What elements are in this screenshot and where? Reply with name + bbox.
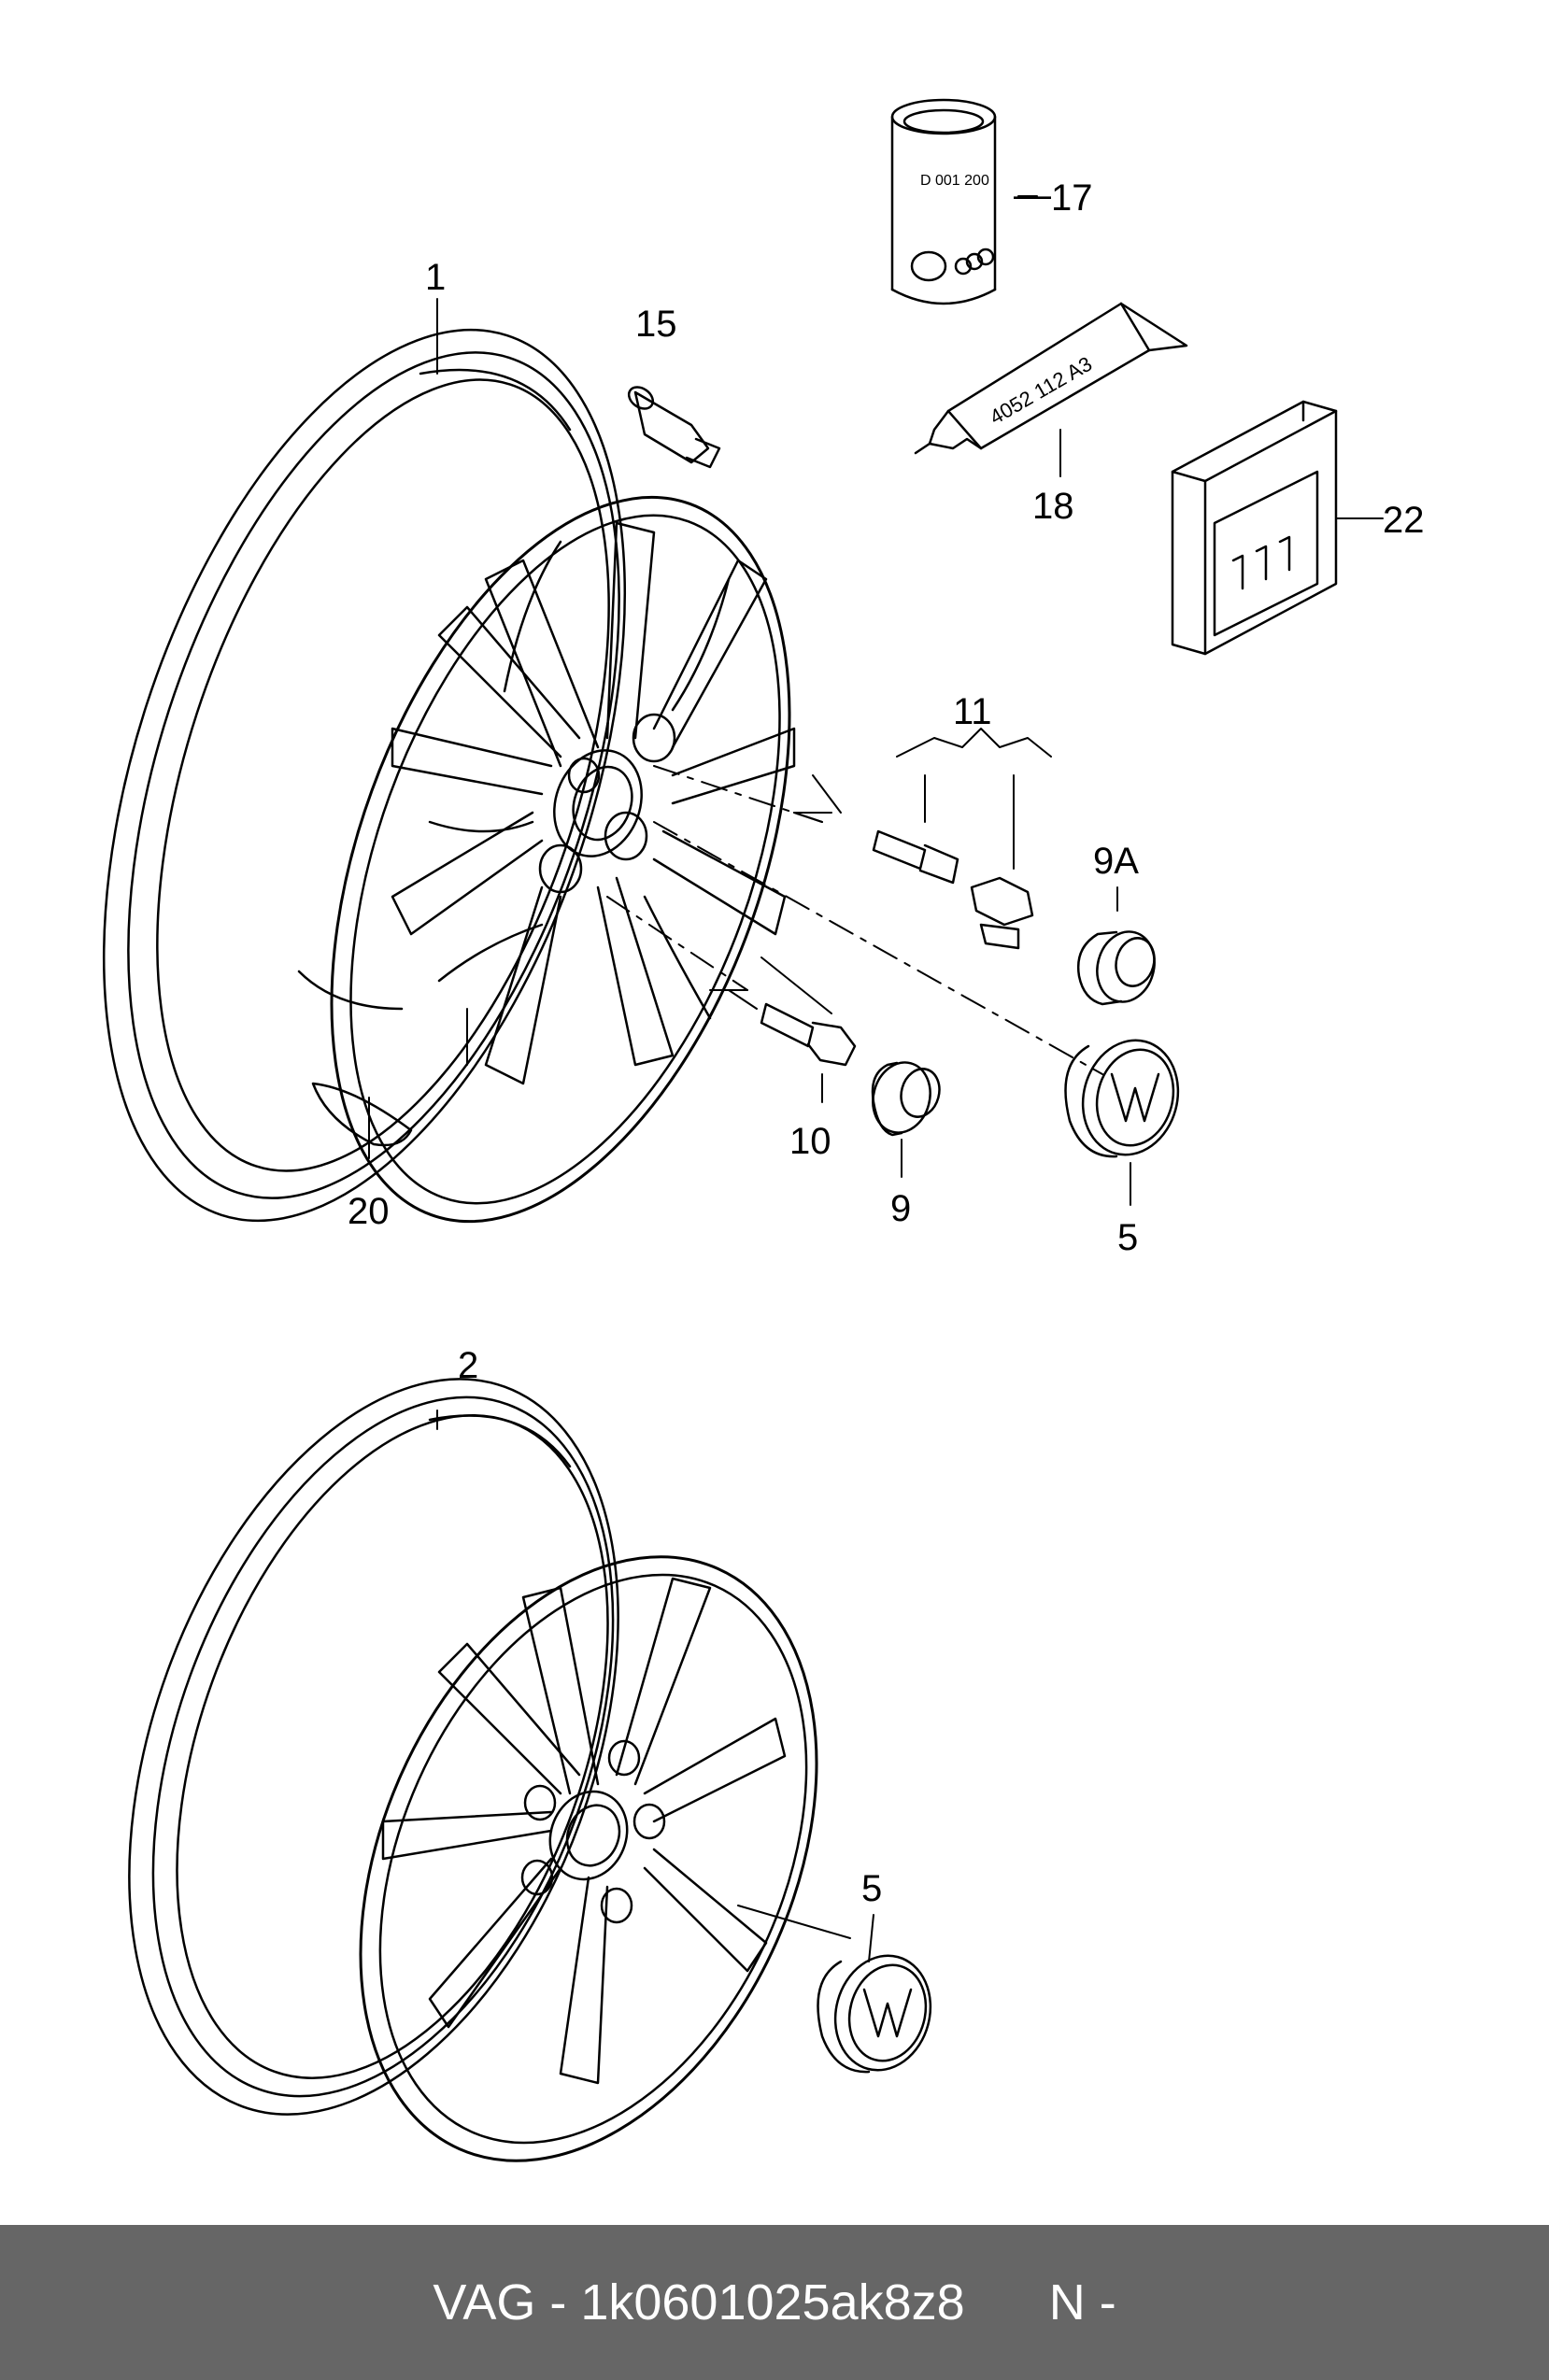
callout-18: 18 xyxy=(1032,486,1074,527)
callout-20: 20 xyxy=(348,1191,390,1232)
footer-bar: VAG - 1k0601025ak8z8 N - xyxy=(0,2225,1549,2380)
locking-bolt-set xyxy=(872,829,1034,950)
callout-17: 17 xyxy=(1051,177,1093,219)
wheel-bolt-kit xyxy=(1171,400,1338,656)
callout-15: 15 xyxy=(635,304,677,345)
callout-1: 1 xyxy=(425,257,446,298)
alloy-wheel-1 xyxy=(103,328,796,1224)
tire-valve xyxy=(627,386,721,469)
part-suffix: N - xyxy=(1048,2274,1116,2330)
leader-lines xyxy=(368,195,1384,1962)
paste-tube xyxy=(914,302,1188,455)
part-number: VAG - 1k0601025ak8z8 xyxy=(433,2274,965,2330)
callout-22: 22 xyxy=(1383,500,1425,541)
center-cap-bottom xyxy=(817,1954,932,2074)
callout-10: 10 xyxy=(789,1121,831,1162)
callout-9: 9 xyxy=(890,1188,911,1229)
callout-11: 11 xyxy=(953,691,992,732)
bolt-cap xyxy=(871,1061,941,1137)
callouts: 1 2 5 5 9 9A 10 11 15 17 18 20 22 — xyxy=(348,175,1425,1909)
parts-diagram: 1 2 5 5 9 9A 10 11 15 17 18 20 22 — D 00… xyxy=(103,98,1425,2162)
center-cap-top xyxy=(1064,1039,1180,1158)
callout-5-top: 5 xyxy=(1117,1217,1138,1258)
callout-2: 2 xyxy=(458,1345,478,1386)
lubricant-can xyxy=(890,98,997,305)
balance-weight xyxy=(311,1082,413,1147)
alloy-wheel-2 xyxy=(128,1378,818,2162)
callout-5-bottom: 5 xyxy=(861,1868,882,1909)
center-lines xyxy=(606,765,1103,1075)
callout-9a: 9A xyxy=(1093,841,1139,882)
wheel-bolt xyxy=(760,1002,857,1067)
can-label: D 001 200 xyxy=(920,173,989,189)
svg-text:—: — xyxy=(1014,175,1051,216)
bolt-cap-9a xyxy=(1076,930,1156,1006)
